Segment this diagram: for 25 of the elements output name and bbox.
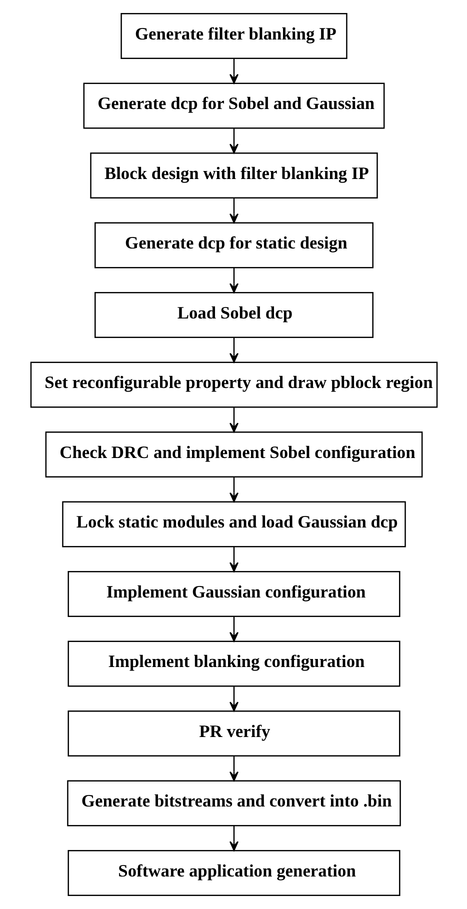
arrow	[228, 546, 238, 572]
node-box: Check DRC and implement Sobel configuration	[44, 431, 422, 478]
node-box: Implement blanking configuration	[67, 640, 400, 687]
arrow	[228, 128, 238, 154]
node-box: Generate dcp for static design	[94, 222, 373, 268]
arrow	[228, 477, 238, 502]
node-box: Implement Gaussian configuration	[67, 570, 400, 618]
arrow	[228, 616, 238, 642]
node-box: Block design with filter blanking IP	[90, 152, 378, 199]
node-box: Generate bitstreams and convert into .bin	[66, 780, 400, 826]
arrow	[228, 826, 238, 851]
node-box: PR verify	[67, 710, 400, 757]
node-box: Load Sobel dcp	[94, 292, 373, 338]
node-box: Set reconfigurable property and draw pblock region	[30, 362, 438, 408]
node-box: Generate filter blanking IP	[120, 12, 347, 60]
node-box: Lock static modules and load Gaussian dcp	[62, 501, 406, 548]
node-box: Generate dcp for Sobel and Gaussian	[82, 82, 384, 129]
arrow	[228, 756, 238, 782]
arrow	[228, 407, 238, 432]
arrow	[228, 58, 238, 84]
arrow	[228, 686, 238, 712]
arrow	[228, 268, 238, 293]
arrow	[228, 338, 238, 363]
node-box: Software application generation	[67, 850, 400, 896]
arrow	[228, 198, 238, 224]
